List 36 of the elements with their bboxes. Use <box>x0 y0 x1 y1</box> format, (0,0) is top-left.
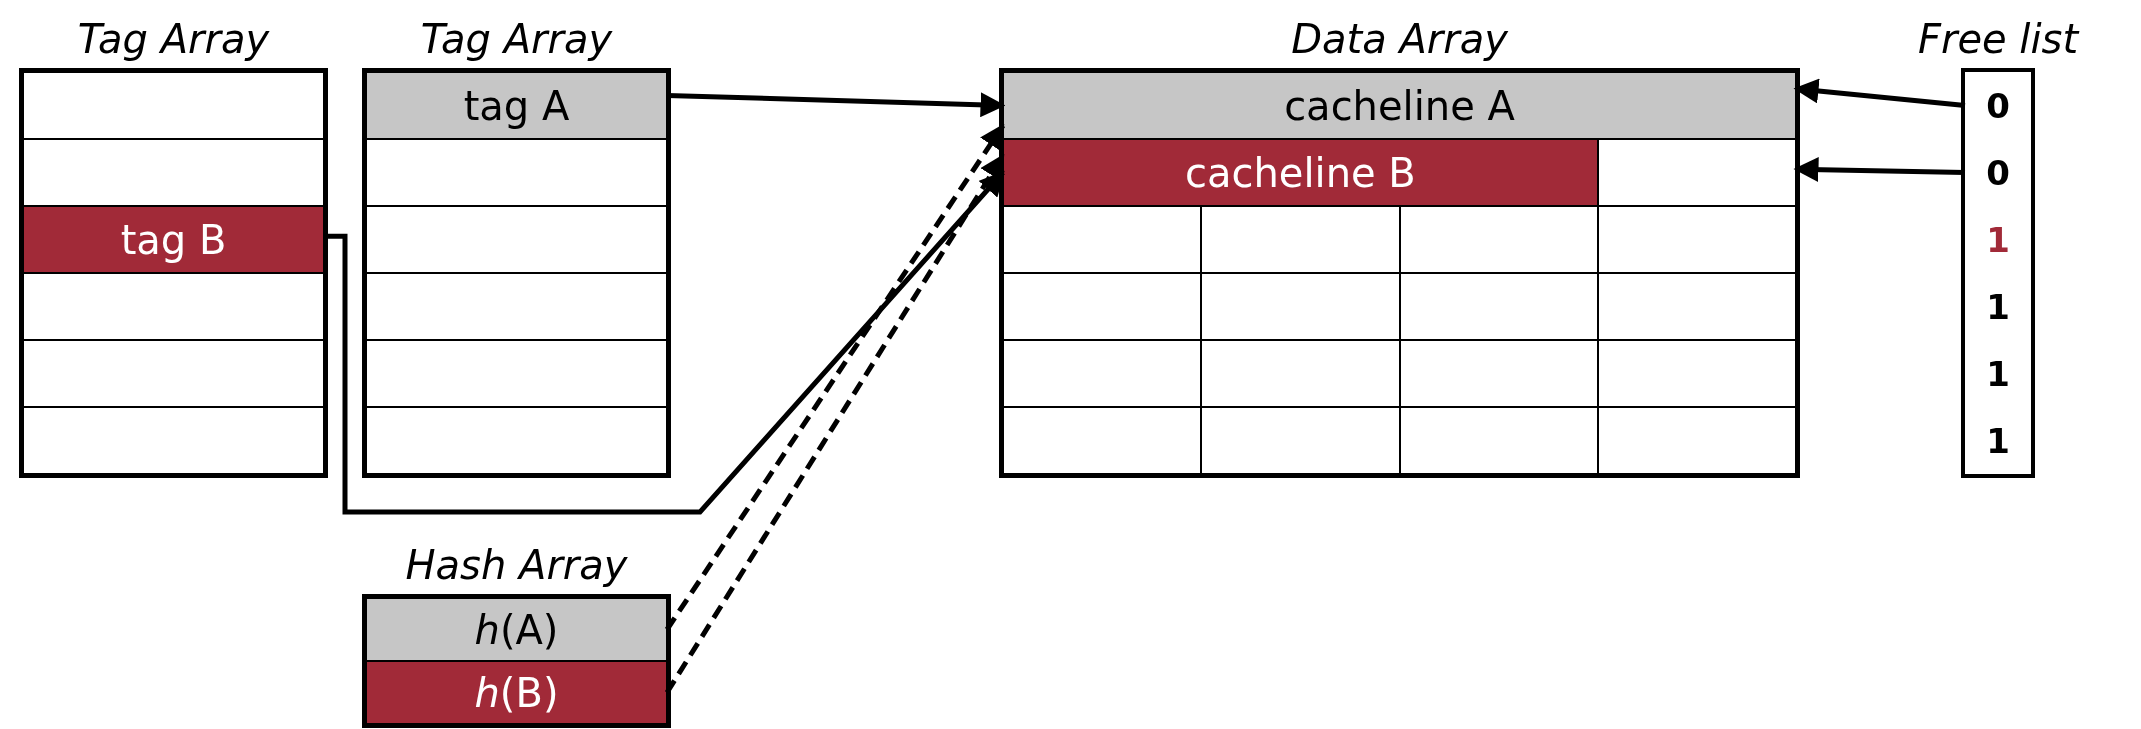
array-table <box>1961 68 2035 478</box>
dashed-arrow <box>664 123 1006 631</box>
array-cell: cacheline B <box>1003 139 1598 206</box>
free-list-entry: 1 <box>1965 407 2031 474</box>
array-cell: h(A) <box>366 598 667 661</box>
empty-cell <box>366 273 667 340</box>
array-title: Free list <box>1917 16 2079 62</box>
array-table <box>19 68 328 478</box>
empty-cell <box>23 139 324 206</box>
array-cell: cacheline A <box>1003 72 1796 139</box>
free-list-entry: 0 <box>1965 139 2031 206</box>
free-list-entry: 0 <box>1965 72 2031 139</box>
free-list-entry: 1 <box>1965 206 2031 273</box>
array-title: Tag Array <box>420 16 613 62</box>
array-table <box>362 594 671 728</box>
free-list-entry: 1 <box>1965 340 2031 407</box>
array-cell: h(B) <box>366 661 667 724</box>
array-title: Tag Array <box>77 16 270 62</box>
array-title: Hash Array <box>405 542 628 588</box>
empty-cell <box>23 273 324 340</box>
empty-cell <box>366 206 667 273</box>
arrow <box>1793 157 1966 183</box>
empty-cell <box>366 340 667 407</box>
free-list-entry: 1 <box>1965 273 2031 340</box>
empty-cell <box>23 407 324 474</box>
empty-cell <box>366 407 667 474</box>
array-table <box>999 68 1800 478</box>
array-table <box>362 68 671 478</box>
arrow <box>1793 78 1966 108</box>
empty-cell <box>23 72 324 139</box>
dashed-arrow <box>664 153 1006 694</box>
array-cell: tag B <box>23 206 324 273</box>
empty-cell <box>366 139 667 206</box>
empty-cell <box>23 340 324 407</box>
array-cell: tag A <box>366 72 667 139</box>
array-title: Data Array <box>1291 16 1508 62</box>
